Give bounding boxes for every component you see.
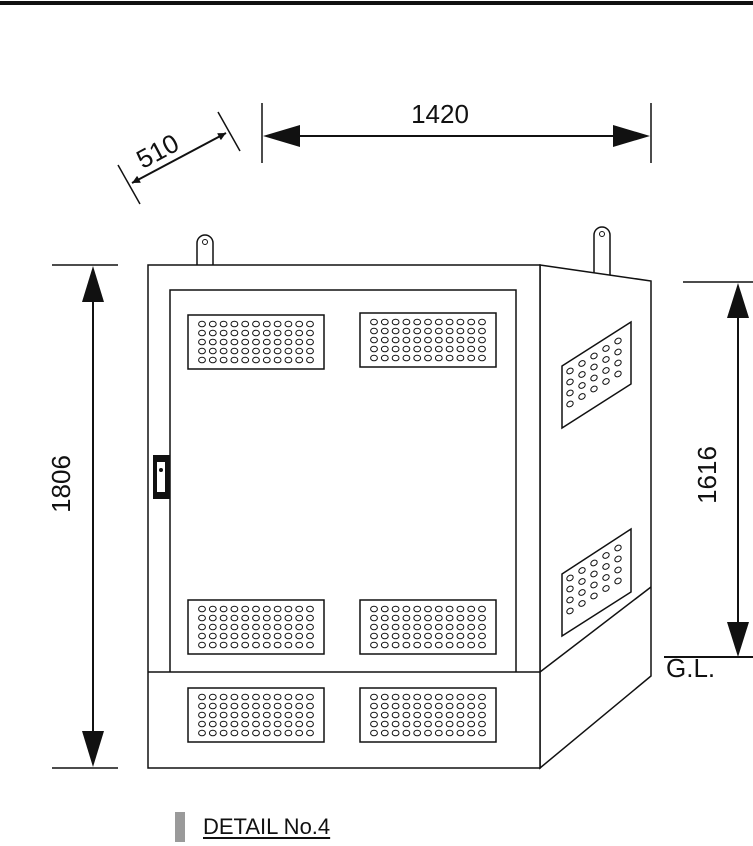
side-vent-upper (561, 320, 632, 430)
base-vent-right (359, 687, 497, 743)
front-vent-top-right (359, 312, 497, 368)
above-ground-height-dimension: 1616 (683, 281, 753, 657)
lifting-eye-left (196, 234, 214, 265)
caption-marker (175, 812, 185, 842)
height-label: 1806 (46, 455, 76, 513)
side-vent-lower (561, 527, 632, 638)
cabinet-side (539, 264, 652, 770)
height-dimension: 1806 (46, 264, 118, 769)
ground-level-marker: G.L. (664, 653, 753, 683)
detail-title: DETAIL No.4 (203, 814, 331, 839)
base-vent-left (187, 687, 325, 743)
front-vent-bottom-right (359, 599, 497, 655)
width-dimension: 1420 (261, 99, 652, 163)
depth-dimension: 510 (117, 111, 241, 205)
front-vent-top-left (187, 314, 325, 370)
vent-panels (187, 312, 632, 743)
front-vent-bottom-left (187, 599, 325, 655)
detail-caption: DETAIL No.4 (175, 812, 330, 842)
width-label: 1420 (411, 99, 469, 129)
depth-label: 510 (131, 128, 183, 175)
above-ground-height-label: 1616 (692, 446, 722, 504)
